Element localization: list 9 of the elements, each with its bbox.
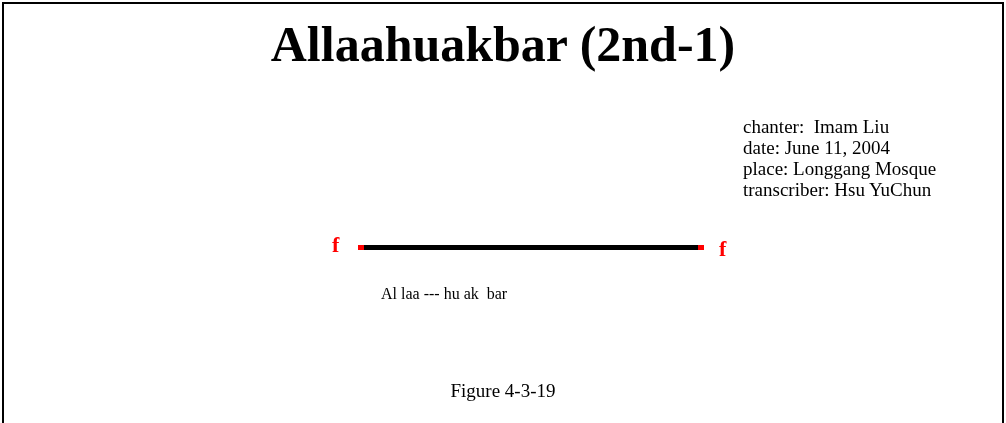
info-text: transcriber: Hsu YuChun xyxy=(743,179,932,200)
info-text: date: June 11, 2004 xyxy=(743,137,891,158)
figure-caption: Figure 4-3-19 xyxy=(449,380,557,402)
info-text: chanter: Imam Liu xyxy=(743,116,890,137)
lyrics-text: Al laa --- hu ak bar xyxy=(381,284,508,304)
dynamic-mark: f xyxy=(719,236,727,262)
dynamic-mark: f xyxy=(332,232,340,258)
info-text: place: Longgang Mosque xyxy=(743,158,937,179)
title: Allaahuakbar (2nd-1) xyxy=(269,15,737,74)
